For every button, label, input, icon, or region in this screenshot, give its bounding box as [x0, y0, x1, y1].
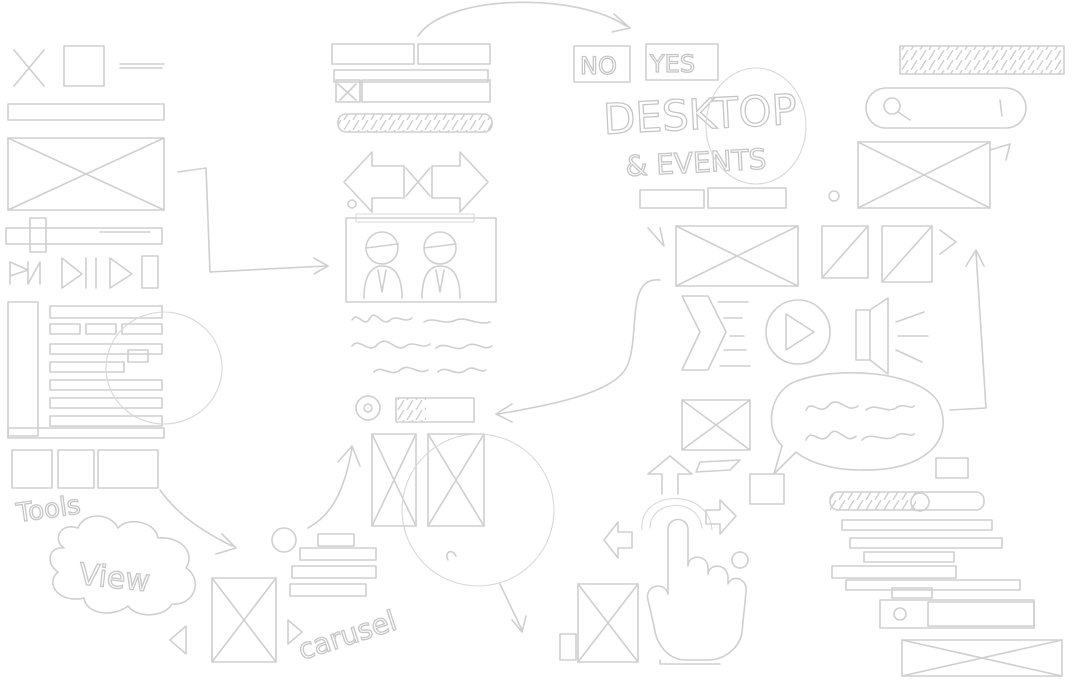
slider-sketch — [5, 217, 163, 253]
play-button-sketch — [765, 299, 831, 365]
user-card-sketch — [345, 213, 497, 303]
speech-bubble-sketch — [770, 371, 944, 475]
connector-arrow — [177, 167, 329, 275]
tools-label: Tools — [14, 490, 83, 529]
events-label: & EVENTS — [625, 143, 768, 183]
right-wireframe-group — [829, 45, 1065, 677]
close-icon — [13, 49, 45, 87]
no-button-label: NO — [580, 52, 617, 80]
image-placeholder-tall — [211, 577, 277, 663]
image-placeholder-wide — [675, 225, 799, 287]
desktop-label: DESKTOP — [602, 85, 798, 144]
progress-bar-sketch — [337, 113, 493, 133]
list-panel-sketch — [7, 301, 223, 439]
search-bar-sketch — [865, 87, 1027, 129]
image-placeholder-large — [7, 137, 165, 211]
scribble-text-sketch — [351, 314, 493, 374]
hand-pointer-sketch — [641, 498, 747, 665]
media-controls-sketch — [9, 255, 159, 289]
middle-wireframe-group — [271, 43, 555, 633]
image-placeholder-right — [857, 141, 1011, 209]
carousel-label: carusel — [294, 604, 401, 667]
image-placeholder-pair — [371, 433, 485, 527]
speaker-icon — [855, 297, 929, 375]
search-icon — [883, 97, 901, 115]
tile-row-sketch — [11, 449, 159, 489]
left-wireframe-group: Tools View carusel — [5, 45, 401, 667]
checkbox-sketch — [63, 45, 105, 87]
nav-arrows-sketch — [343, 151, 489, 213]
view-label: View — [77, 557, 151, 599]
yes-button-label: YES — [649, 50, 695, 78]
media-cluster — [559, 190, 987, 665]
desktop-events-group: NO YES DESKTOP & EVENTS — [495, 43, 807, 423]
view-cloud: View — [49, 515, 197, 616]
text-bar-sketch — [7, 103, 165, 121]
top-arc-arrow — [417, 1, 631, 37]
